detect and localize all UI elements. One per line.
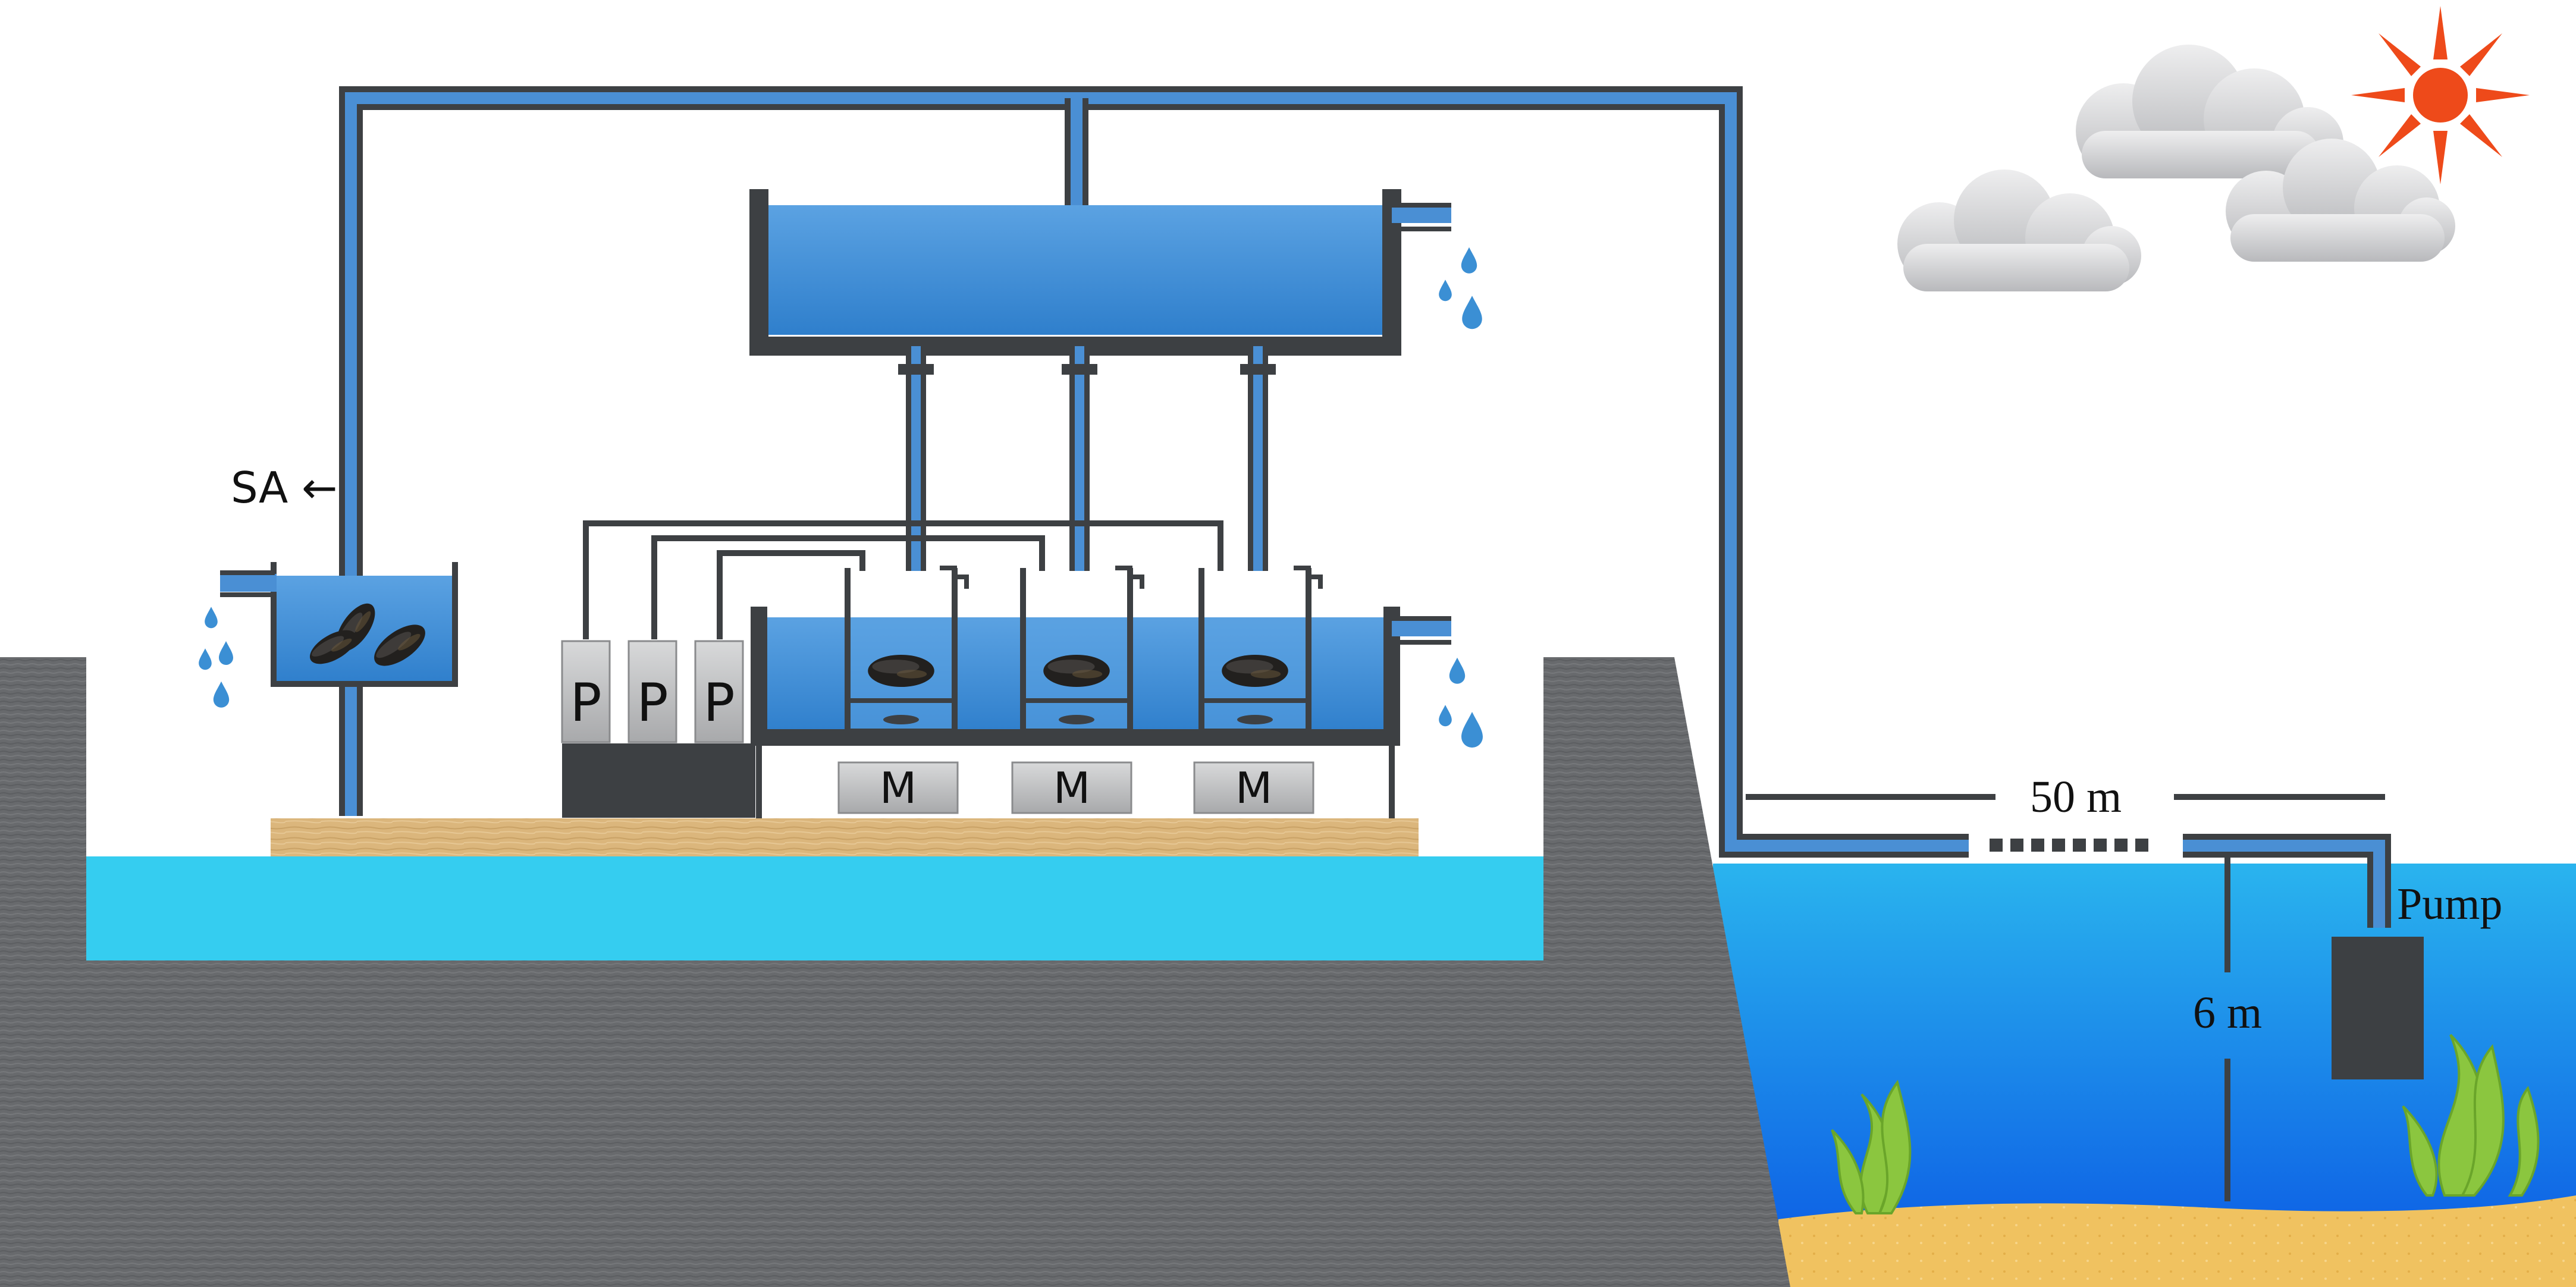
chamber [1020,566,1144,734]
droplet-icon [199,607,233,708]
peristaltic-hoses [583,520,1223,639]
motor-box: M [837,761,959,814]
cloud-icon [2076,45,2343,178]
header-tank [749,189,1451,356]
pump-box-label: P [703,672,735,733]
mussel-icon [868,655,934,687]
motor-box-label: M [1053,763,1090,813]
pump-box: P [627,640,677,743]
sa-label: SA ← [231,463,338,513]
mussel-icon [1222,655,1288,687]
pump-stand [562,743,755,818]
chamber [845,566,969,734]
droplet-icon [1439,657,1483,748]
submersible-pump [2332,937,2424,1079]
cloud-icon [2226,139,2455,262]
mussel-icon [1043,655,1110,687]
pool-water [86,856,1543,960]
wooden-platform [271,818,1419,856]
motor-box-label: M [880,763,917,813]
pump-label: Pump [2397,879,2502,929]
feed-pipes [898,346,1276,571]
pump-box-label: P [636,672,668,733]
sun-icon [2351,6,2530,184]
pipe-gap-dashes-marks [1990,839,2148,852]
depth-label: 6 m [2193,988,2262,1038]
pump-box: P [694,640,744,743]
seaweed-icon [1831,1079,1912,1214]
chamber [1198,566,1323,734]
distance-label: 50 m [2030,772,2122,822]
stock-tank [220,562,458,687]
motor-box: M [1193,761,1314,814]
pump-box: P [561,640,611,743]
cloud-icon [1897,169,2141,291]
sea-floor [1778,1195,2576,1287]
supply-pipe [339,86,2391,928]
motor-box: M [1011,761,1132,814]
concrete-dock [0,657,1790,1287]
droplet-icon [1439,247,1482,329]
motor-box-label: M [1235,763,1272,813]
pump-box-label: P [570,672,601,733]
seaweed-icon [2402,1034,2540,1197]
